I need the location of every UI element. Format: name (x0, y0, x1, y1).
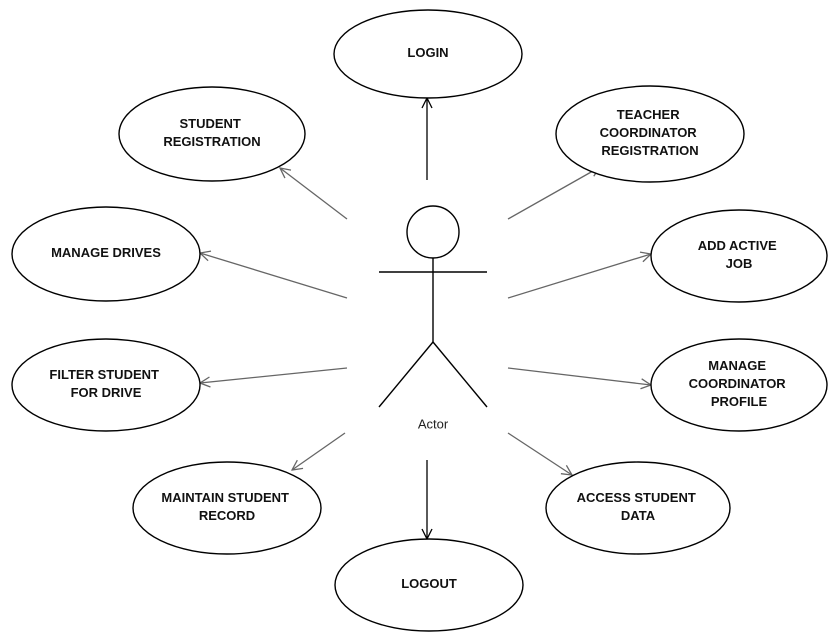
svg-text:LOGIN: LOGIN (407, 45, 448, 60)
use-case-label: JOB (726, 256, 753, 271)
use-case-label: MAINTAIN STUDENT (161, 490, 289, 505)
association-maintain-student-record (292, 432, 346, 470)
svg-text:MANAGE DRIVES: MANAGE DRIVES (51, 245, 161, 260)
use-case-manage-coordinator-profile[interactable]: MANAGE COORDINATOR PROFILE (650, 338, 828, 432)
use-case-label: REGISTRATION (601, 143, 698, 158)
association-access-student-data (507, 432, 572, 475)
use-case-label: MANAGE DRIVES (51, 245, 161, 260)
use-case-label: ACCESS STUDENT (577, 490, 696, 505)
use-case-label: ADD ACTIVE (698, 238, 777, 253)
use-case-label: RECORD (199, 508, 255, 523)
svg-text:MAINTAIN STUDENT RECOR: MAINTAIN STUDENT RECORD (161, 490, 292, 523)
use-case-label: LOGIN (407, 45, 448, 60)
use-case-manage-drives[interactable]: MANAGE DRIVES (11, 206, 201, 302)
association-filter-student-for-drive (200, 367, 348, 383)
svg-text:STUDENT REGISTRATION: STUDENT REGISTRATION (163, 116, 260, 149)
svg-text:LOGOUT: LOGOUT (401, 576, 457, 591)
use-case-label: TEACHER (617, 107, 680, 122)
association-manage-coordinator-profile (507, 367, 651, 385)
actor-head (406, 205, 460, 259)
association-teacher-coordinator-registration (507, 167, 600, 220)
use-case-label: LOGOUT (401, 576, 457, 591)
use-case-label: COORDINATOR (689, 376, 787, 391)
svg-text:ACCESS STUDENT DATA: ACCESS STUDENT DATA (577, 490, 700, 523)
svg-text:ADD ACTIVE JOB: ADD ACTIVE JOB (698, 238, 781, 271)
use-case-label: FILTER STUDENT (49, 367, 159, 382)
use-case-teacher-coordinator-registration[interactable]: TEACHER COORDINATOR REGISTRATION (555, 85, 745, 183)
use-case-login[interactable]: LOGIN (333, 9, 523, 99)
use-case-label: DATA (621, 508, 656, 523)
actor-label: Actor (418, 416, 449, 431)
use-case-label: MANAGE (708, 358, 766, 373)
svg-text:TEACHER COORDINATOR: TEACHER COORDINATOR REGISTRATION (600, 107, 701, 158)
association-manage-drives (200, 253, 348, 299)
use-case-label: PROFILE (711, 394, 768, 409)
use-case-logout[interactable]: LOGOUT (334, 538, 524, 632)
association-add-active-job (507, 254, 651, 299)
associations (200, 98, 651, 539)
actor-figure: Actor (378, 205, 488, 431)
use-case-student-registration[interactable]: STUDENT REGISTRATION (118, 86, 306, 182)
use-cases: LOGIN STUDENT REGISTRATION TEACHER COORD… (11, 9, 828, 632)
use-case-filter-student-for-drive[interactable]: FILTER STUDENT FOR DRIVE (11, 338, 201, 432)
use-case-add-active-job[interactable]: ADD ACTIVE JOB (650, 209, 828, 303)
actor-right-leg (432, 341, 488, 408)
svg-text:FILTER STUDENT FOR DRI: FILTER STUDENT FOR DRIVE (49, 367, 162, 400)
actor-left-leg (378, 341, 434, 408)
use-case-label: REGISTRATION (163, 134, 260, 149)
use-case-label: FOR DRIVE (71, 385, 142, 400)
svg-text:MANAGE COORDINATOR: MANAGE COORDINATOR PROFILE (689, 358, 790, 409)
use-case-label: COORDINATOR (600, 125, 698, 140)
use-case-access-student-data[interactable]: ACCESS STUDENT DATA (545, 461, 731, 555)
association-student-registration (280, 168, 348, 220)
use-case-label: STUDENT (179, 116, 240, 131)
use-case-maintain-student-record[interactable]: MAINTAIN STUDENT RECORD (132, 461, 322, 555)
